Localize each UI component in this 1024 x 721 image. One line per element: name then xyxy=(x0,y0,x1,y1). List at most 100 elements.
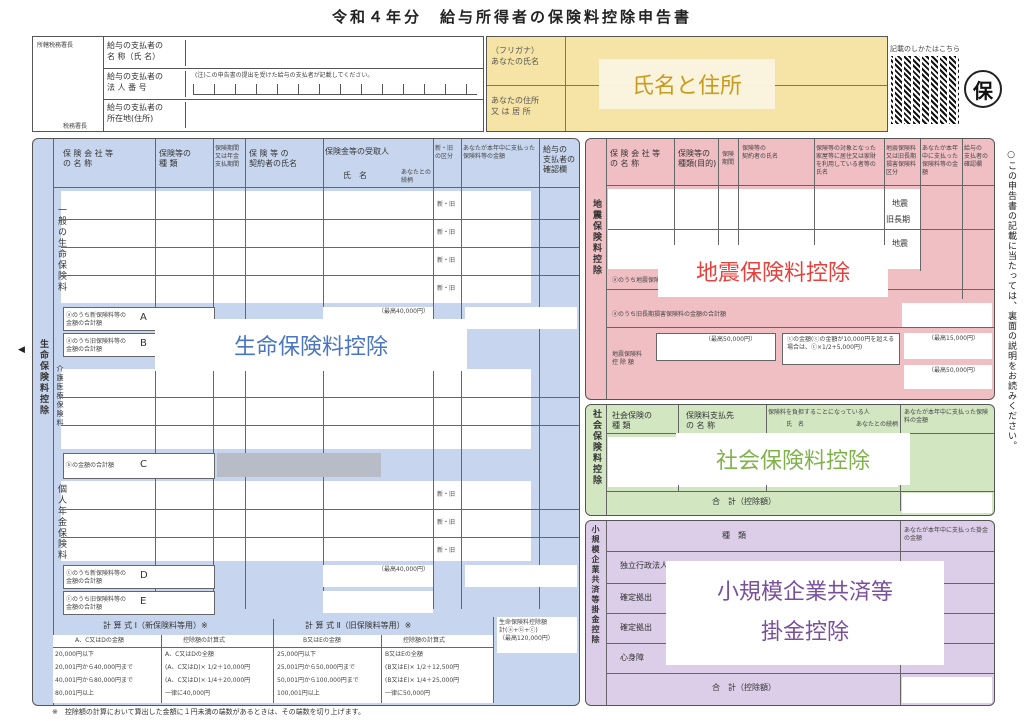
eq-kind-1[interactable]: 地震 xyxy=(892,199,908,208)
applicant-divider xyxy=(565,37,566,131)
small-business-section: 小規模企業共済等掛金控除 種 類 あなたが本年中に支払った掛金の金額 独立行政法… xyxy=(585,520,995,706)
sb-header-amount: あなたが本年中に支払った掛金の金額 xyxy=(904,527,989,542)
life-result-total3[interactable] xyxy=(465,565,577,587)
eq-kind-2[interactable]: 旧長期 xyxy=(886,215,910,224)
calc2-r4c1: 100,001円以上 xyxy=(277,690,320,697)
new-old-5[interactable]: 新・旧 xyxy=(437,491,456,498)
social-overlay: 社会保険料控除 xyxy=(676,433,910,485)
life-row-c[interactable]: ⓑの金額の合計額 C xyxy=(63,453,215,479)
eq-max3: （最高50,000円） xyxy=(928,367,979,374)
life-pension-label: 個人年金保険料 xyxy=(56,484,66,561)
new-old-3[interactable]: 新・旧 xyxy=(437,257,456,264)
life-row-a-letter: A xyxy=(140,312,147,323)
eq-row2-label: ⓐのうち旧長期損害保険料の金額の合計額 xyxy=(612,311,727,318)
social-header-relation: あなたとの続柄 xyxy=(856,421,898,428)
eq-max2: （最高15,000円） xyxy=(928,335,979,342)
calc2-r1c1: 25,000円以下 xyxy=(277,651,316,658)
eq-calc-box-2[interactable]: ⓒの金額(ⓒの金額が10,000円を超える場合は、ⓒ×1/2+5,000円) xyxy=(782,333,900,365)
social-header-name: 氏 名 xyxy=(786,421,805,428)
tax-office-top-label: 所轄税務署長 xyxy=(37,42,74,49)
employer-corp-number-row[interactable]: 給与の支払者の 法 人 番 号 (注)この申告書の提出を受けた給与の支払者が記載… xyxy=(103,68,483,100)
employer-address-row[interactable]: 給与の支払者の 所在地(住所) xyxy=(103,99,483,130)
sb-overlay-line2: 掛金控除 xyxy=(760,620,849,645)
eq-max1: （最高50,000円） xyxy=(705,336,756,343)
calc1-r3c2: (A、C又はD)× 1/4＋20,000円 xyxy=(165,677,251,684)
calc1-r3c1: 40,001円から80,000円まで xyxy=(55,677,133,684)
corp-number-boxes[interactable] xyxy=(193,84,477,95)
employer-address-label: 給与の支払者の 所在地(住所) xyxy=(107,102,186,128)
tax-office-box: 所轄税務署長 税務署長 xyxy=(33,37,104,131)
life-header-new-old: 新・旧 の区分 xyxy=(435,145,454,160)
small-business-side-label: 小規模企業共済等掛金控除 xyxy=(591,525,600,645)
calc2-col2: 控除額の計算式 xyxy=(403,637,446,644)
life-row-a-label: ⓐのうち新保険料等の金額の合計額 xyxy=(66,312,127,327)
new-old-4[interactable]: 新・旧 xyxy=(437,285,456,292)
sb-row-2: 確定拠出 xyxy=(620,593,652,602)
life-result-total1[interactable] xyxy=(465,307,577,329)
life-result-e[interactable] xyxy=(323,591,433,613)
social-total-box[interactable] xyxy=(902,493,992,513)
life-max-d: （最高40,000円） xyxy=(378,566,429,573)
eq-header-kind: 保険等の 種類(目的) xyxy=(678,149,717,168)
calc1-col1: A、C又はDの金額 xyxy=(75,637,124,644)
eq-calc-box-3[interactable]: （最高15,000円） xyxy=(904,333,992,359)
calc2-r1c2: B又はEの全額 xyxy=(385,651,423,658)
social-insurance-section: 社会保険料控除 社会保険の 種 類 保険料支払先 の 名 称 保険料を負担するこ… xyxy=(585,404,995,516)
eq-old-long-total[interactable] xyxy=(902,303,992,327)
name-address-overlay: 氏名と住所 xyxy=(599,59,775,109)
employer-name-row[interactable]: 給与の支払者の 名 称（氏 名） xyxy=(103,37,483,69)
life-row-b-letter: B xyxy=(140,338,147,349)
life-medical-label: 介護医療保険料 xyxy=(56,365,64,428)
employer-corp-number-label: 給与の支払者の 法 人 番 号 xyxy=(107,71,186,97)
life-row-d[interactable]: ⓒのうち新保険料等の金額の合計額 D xyxy=(63,565,215,589)
sb-row-3: 確定拠出 xyxy=(620,623,652,632)
life-total-box[interactable]: 生命保険料控除額 計(ⓐ+ⓑ+ⓒ) （最高120,000円） xyxy=(497,617,577,653)
earthquake-overlay: 地震保険料控除 xyxy=(658,245,888,297)
calc1-r1c2: A、C又はDの全額 xyxy=(165,651,214,658)
life-medical-rows[interactable] xyxy=(61,369,531,449)
new-old-2[interactable]: 新・旧 xyxy=(437,229,456,236)
qr-note: 記載のしかたはこちら xyxy=(890,45,960,53)
new-old-1[interactable]: 新・旧 xyxy=(437,201,456,208)
life-row-e-label: ⓒのうち旧保険料等の金額の合計額 xyxy=(66,596,127,611)
earthquake-overlay-text: 地震保険料控除 xyxy=(695,261,850,286)
life-max-a: （最高40,000円） xyxy=(378,308,429,315)
life-row-c-label: ⓑの金額の合計額 xyxy=(66,462,115,469)
eq-formula: ⓒの金額(ⓒの金額が10,000円を超える場合は、ⓒ×1/2+5,000円) xyxy=(787,336,895,351)
sb-total-box[interactable] xyxy=(902,677,992,703)
social-header-burden: 保険料を負担することになっている人 xyxy=(768,409,870,416)
life-pension-rows[interactable] xyxy=(61,481,531,561)
calc1-r2c2: (A、C又はD)× 1/2＋10,000円 xyxy=(165,664,251,671)
new-old-7[interactable]: 新・旧 xyxy=(437,547,456,554)
insurance-stamp-icon: 保 xyxy=(964,70,1002,108)
social-header-amount: あなたが本年中に支払った保険料の金額 xyxy=(904,409,989,424)
new-old-6[interactable]: 新・旧 xyxy=(437,519,456,526)
life-header-amount: あなたが本年中に支払った保険料等の金額 xyxy=(463,145,536,160)
calc1-col2: 控除額の計算式 xyxy=(183,637,226,644)
eq-kind-3[interactable]: 地震 xyxy=(892,239,908,248)
life-row-c-letter: C xyxy=(140,459,147,470)
life-row-b-label: ⓐのうち旧保険料等の金額の合計額 xyxy=(66,338,127,353)
life-overlay: 生命保険料控除 xyxy=(155,319,467,371)
life-header-check: 給与の 支払者の 確認欄 xyxy=(543,145,575,174)
address-label: あなたの住所 又 は 居 所 xyxy=(491,96,539,116)
sb-overlay-line1: 小規模企業共済等 xyxy=(716,580,893,605)
calc1-r1c1: 20,000円以下 xyxy=(55,651,94,658)
calc1-r4c2: 一律に40,000円 xyxy=(165,690,210,697)
qr-code-icon[interactable] xyxy=(891,56,959,124)
eq-header-company: 保 険 会 社 等 の 名 称 xyxy=(610,149,661,168)
tax-office-bottom-label: 税務署長 xyxy=(63,123,88,130)
life-total-label: 生命保険料控除額 計(ⓐ+ⓑ+ⓒ) （最高120,000円） xyxy=(499,619,554,642)
life-result-d[interactable]: （最高40,000円） xyxy=(323,565,433,587)
sb-header-kind: 種 類 xyxy=(722,531,746,540)
employer-info-block: 所轄税務署長 税務署長 給与の支払者の 名 称（氏 名） 給与の支払者の 法 人… xyxy=(32,36,484,132)
social-header-payee: 保険料支払先 の 名 称 xyxy=(686,411,734,430)
life-row-e[interactable]: ⓒのうち旧保険料等の金額の合計額 E xyxy=(63,591,215,615)
social-overlay-text: 社会保険料控除 xyxy=(715,449,870,474)
employer-name-label: 給与の支払者の 名 称（氏 名） xyxy=(107,40,186,66)
eq-total-box[interactable]: （最高50,000円） xyxy=(904,365,992,389)
life-overlay-text: 生命保険料控除 xyxy=(233,335,388,360)
life-row-c-gray xyxy=(217,453,381,477)
eq-calc-box-1[interactable]: （最高50,000円） xyxy=(656,333,776,361)
sb-row-4: 心身障 xyxy=(620,653,644,662)
